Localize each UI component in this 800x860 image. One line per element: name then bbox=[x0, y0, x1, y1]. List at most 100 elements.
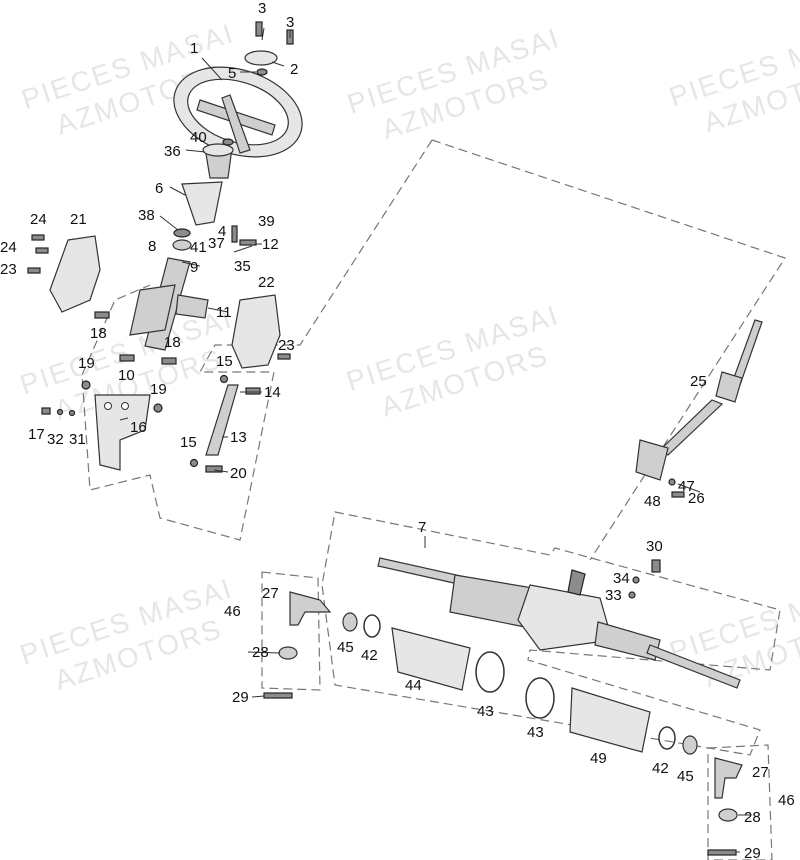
screw bbox=[31, 234, 45, 241]
callout-38: 38 bbox=[138, 207, 155, 224]
boots-and-clamps bbox=[342, 612, 698, 755]
washer bbox=[56, 408, 64, 416]
screw bbox=[277, 353, 291, 360]
rack-gearbox bbox=[517, 584, 613, 651]
rack-group-outline bbox=[321, 511, 781, 756]
column-cover bbox=[181, 181, 223, 226]
clip bbox=[239, 239, 257, 246]
horn-cap bbox=[244, 50, 278, 66]
tie-rod-ends bbox=[263, 591, 743, 856]
hub-flange bbox=[202, 143, 234, 157]
callout-18: 18 bbox=[164, 334, 181, 351]
callout-21: 21 bbox=[70, 211, 87, 228]
callout-36: 36 bbox=[164, 143, 181, 160]
washer bbox=[668, 478, 676, 486]
pinion-shaft bbox=[567, 569, 586, 596]
leader-lines bbox=[119, 27, 750, 853]
callout-12: 12 bbox=[262, 236, 279, 253]
nut bbox=[342, 612, 358, 632]
callout-33: 33 bbox=[605, 587, 622, 604]
callout-24: 24 bbox=[30, 211, 47, 228]
callout-8: 8 bbox=[148, 238, 156, 255]
rack-boot-left bbox=[391, 627, 471, 691]
callout-48: 48 bbox=[644, 493, 661, 510]
clip bbox=[363, 614, 381, 638]
tie-rod-nut bbox=[718, 808, 738, 822]
bracket-hole bbox=[121, 402, 129, 410]
steering-wheel-assembly bbox=[173, 21, 303, 226]
callout-40: 40 bbox=[190, 129, 207, 146]
intermediate-shaft bbox=[635, 319, 763, 498]
column-bracket bbox=[129, 284, 176, 336]
callout-28: 28 bbox=[252, 644, 269, 661]
callout-15: 15 bbox=[180, 434, 197, 451]
callout-43: 43 bbox=[527, 724, 544, 741]
tie-rod-end-left bbox=[289, 591, 332, 626]
callout-34: 34 bbox=[613, 570, 630, 587]
callout-29: 29 bbox=[232, 689, 249, 706]
callout-41: 41 bbox=[190, 239, 207, 256]
callout-31: 31 bbox=[69, 431, 86, 448]
right-cover-panel bbox=[231, 294, 281, 369]
clip bbox=[658, 726, 676, 750]
callout-44: 44 bbox=[405, 677, 422, 694]
callout-23: 23 bbox=[278, 337, 295, 354]
callout-1: 1 bbox=[190, 40, 198, 57]
callout-26: 26 bbox=[688, 490, 705, 507]
callout-13: 13 bbox=[230, 429, 247, 446]
callout-42: 42 bbox=[361, 647, 378, 664]
callout-39: 39 bbox=[258, 213, 275, 230]
spring bbox=[172, 239, 192, 251]
pin bbox=[231, 225, 238, 243]
washer bbox=[68, 409, 76, 417]
callout-46: 46 bbox=[778, 792, 795, 809]
callout-17: 17 bbox=[28, 426, 45, 443]
callout-46: 46 bbox=[224, 603, 241, 620]
bolt bbox=[205, 465, 223, 473]
callout-3: 3 bbox=[286, 14, 294, 31]
callout-24: 24 bbox=[0, 239, 17, 256]
bolt bbox=[651, 559, 661, 573]
callout-32: 32 bbox=[47, 431, 64, 448]
bolt bbox=[94, 311, 110, 319]
bolt bbox=[671, 491, 685, 498]
callout-14: 14 bbox=[264, 384, 281, 401]
callout-30: 30 bbox=[646, 538, 663, 555]
boot-clamp bbox=[475, 651, 505, 693]
callout-20: 20 bbox=[230, 465, 247, 482]
bearing bbox=[173, 228, 191, 238]
hub-nut bbox=[222, 138, 234, 146]
universal-joint-upper bbox=[715, 371, 743, 403]
cotter-pin bbox=[263, 692, 293, 699]
callout-22: 22 bbox=[258, 274, 275, 291]
rack-housing-right bbox=[594, 621, 661, 661]
callout-19: 19 bbox=[150, 381, 167, 398]
nut bbox=[153, 403, 163, 413]
mount-bracket bbox=[94, 394, 151, 471]
universal-joint-lower bbox=[635, 439, 669, 481]
screw bbox=[27, 267, 41, 274]
cotter-pin bbox=[707, 849, 737, 856]
tie-rod-left-outline bbox=[261, 571, 321, 691]
bracket-hole bbox=[104, 402, 112, 410]
callout-45: 45 bbox=[677, 768, 694, 785]
callout-35: 35 bbox=[234, 258, 251, 275]
steering-wheel-spoke bbox=[221, 94, 251, 154]
bolt bbox=[161, 357, 177, 365]
rack-boot-right bbox=[569, 687, 651, 753]
left-cover-panel bbox=[49, 235, 101, 313]
callout-9: 9 bbox=[190, 259, 198, 276]
tilt-lever bbox=[175, 294, 209, 319]
washer bbox=[189, 458, 199, 468]
shaft-upper bbox=[731, 319, 763, 386]
callout-45: 45 bbox=[337, 639, 354, 656]
callout-28: 28 bbox=[744, 809, 761, 826]
tie-rod-end-right bbox=[714, 757, 743, 799]
callout-10: 10 bbox=[118, 367, 135, 384]
bolt bbox=[119, 354, 135, 362]
bolt bbox=[245, 387, 261, 395]
washer bbox=[632, 576, 640, 584]
callout-27: 27 bbox=[262, 585, 279, 602]
callout-49: 49 bbox=[590, 750, 607, 767]
